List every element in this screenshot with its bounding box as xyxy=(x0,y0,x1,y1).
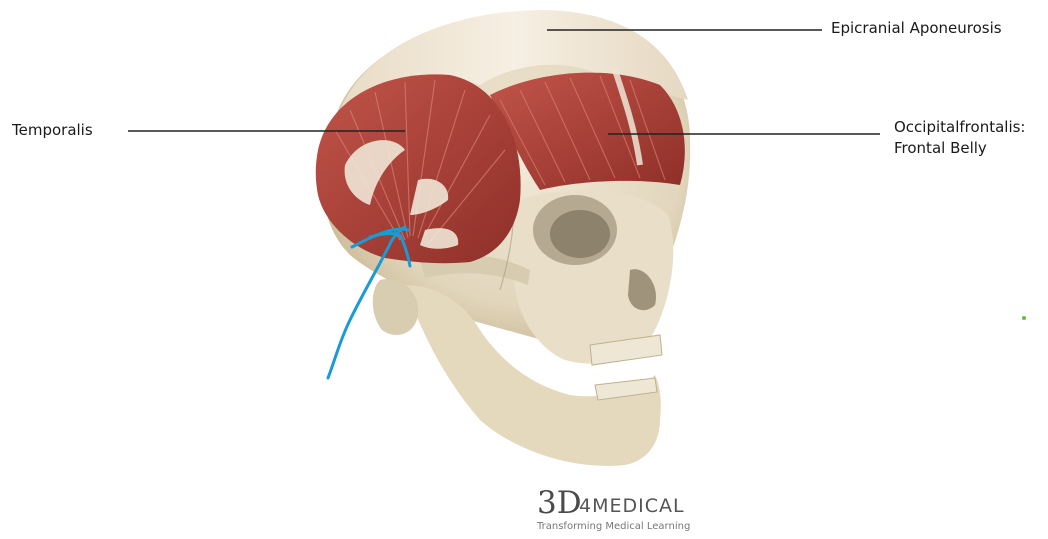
label-occipitofrontalis-line1: Occipitalfrontalis: xyxy=(894,117,1025,138)
label-temporalis: Temporalis xyxy=(12,120,93,141)
brand-logo-mark: 3D xyxy=(537,486,582,520)
marker-dot xyxy=(1022,316,1026,320)
brand-tagline: Transforming Medical Learning xyxy=(537,521,690,533)
label-epicranial-aponeurosis: Epicranial Aponeurosis xyxy=(831,18,1002,39)
label-occipitofrontalis: Occipitalfrontalis: Frontal Belly xyxy=(894,117,1025,159)
brand-name: 4MEDICAL xyxy=(579,495,685,517)
orbit-inner xyxy=(550,210,610,258)
label-occipitofrontalis-line2: Frontal Belly xyxy=(894,138,1025,159)
brand-watermark: 3D 4MEDICAL Transforming Medical Learnin… xyxy=(537,486,707,538)
